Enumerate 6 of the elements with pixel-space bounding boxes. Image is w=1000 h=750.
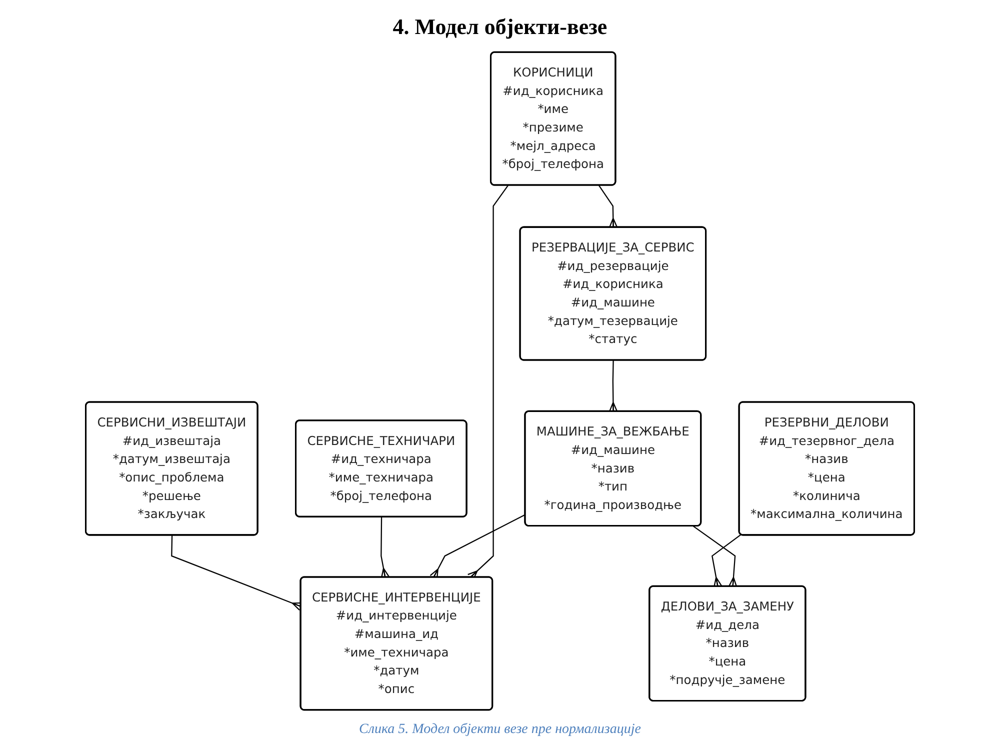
figure-caption: Слика 5. Модел објекти везе пре нормализације — [359, 722, 641, 738]
connector — [692, 526, 738, 588]
connector — [608, 360, 618, 412]
connector — [712, 534, 742, 588]
connector — [598, 185, 618, 228]
diagram-title: 4. Модел објекти-везе — [392, 14, 608, 40]
